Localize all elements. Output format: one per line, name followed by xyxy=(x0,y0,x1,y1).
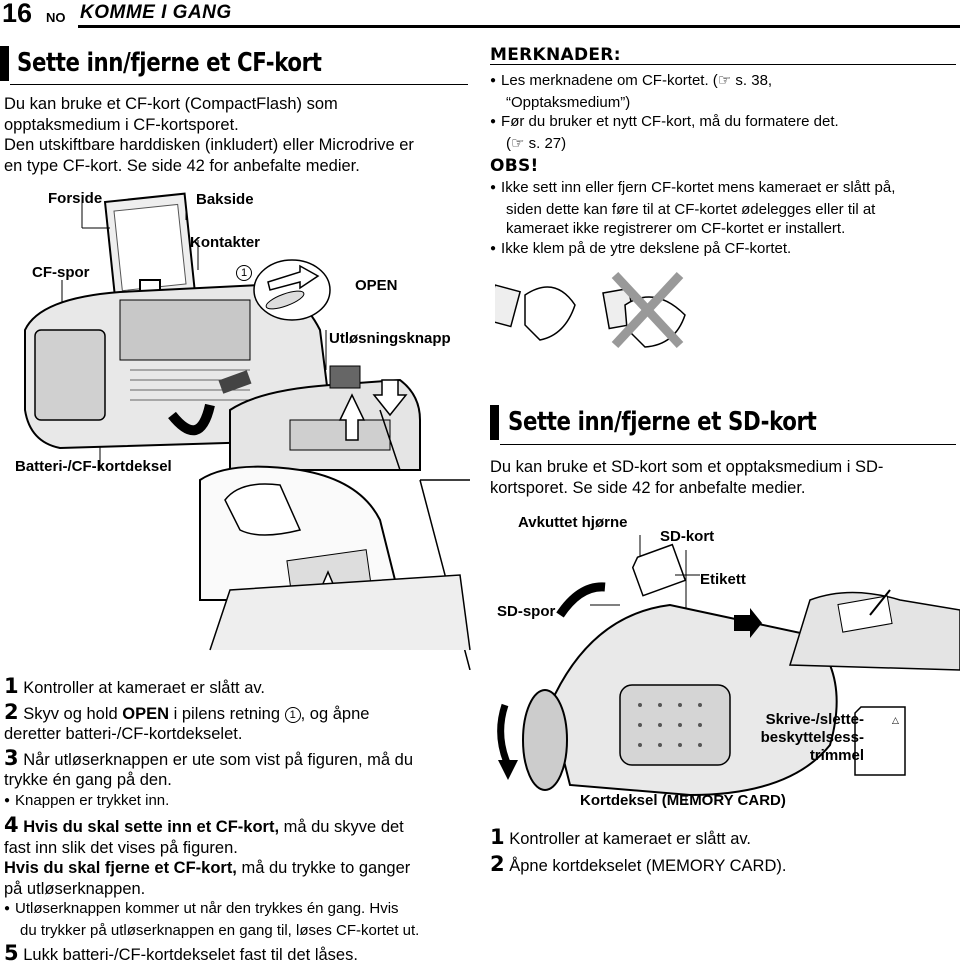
notes-heading: MERKNADER: xyxy=(490,45,621,65)
step-4-bullet: Utløserknappen kommer ut når den trykkes… xyxy=(4,899,484,921)
label-sd-kort: SD-kort xyxy=(660,528,715,545)
sd-intro: Du kan bruke et SD-kort som et opptaksme… xyxy=(490,457,960,498)
note-item: Les merknadene om CF-kortet. (☞ s. 38, xyxy=(490,71,960,93)
label-avkuttet: Avkuttet hjørne xyxy=(518,514,628,531)
sd-intro-line: Du kan bruke et SD-kort som et opptaksme… xyxy=(490,458,884,476)
sd-heading-rule xyxy=(500,444,956,445)
label-line: Skrive-/slette- xyxy=(765,711,864,728)
label-line: trimmel xyxy=(809,747,864,764)
note-item-cont: “Opptaksmedium”) xyxy=(506,93,631,111)
section-title: KOMME I GANG xyxy=(80,2,232,23)
notes-list: Les merknadene om CF-kortet. (☞ s. 38, “… xyxy=(490,71,960,153)
obs-item-cont: siden dette kan føre til at CF-kortet ød… xyxy=(506,200,876,218)
svg-text:△: △ xyxy=(892,716,899,726)
cf-steps: 1 Kontroller at kameraet er slått av. 2 … xyxy=(4,676,484,966)
note-item: Før du bruker et nytt CF-kort, må du for… xyxy=(490,112,960,134)
sd-intro-line: kortsporet. Se side 42 for anbefalte med… xyxy=(490,478,806,497)
step-4-bullet-cont: du trykker på utløserknappen en gang til… xyxy=(20,921,420,939)
notes-rule xyxy=(490,64,956,65)
step-5: 5 Lukk batteri-/CF-kortdekselet fast til… xyxy=(4,941,358,965)
sd-heading: Sette inn/fjerne et SD-kort xyxy=(508,407,817,437)
step-3-cont: trykke én gang på den. xyxy=(4,771,172,789)
step-2-cont: deretter batteri-/CF-kortdekselet. xyxy=(4,725,243,743)
step-4-cont: på utløserknappen. xyxy=(4,879,146,898)
obs-item: Ikke sett inn eller fjern CF-kortet mens… xyxy=(490,178,960,200)
label-forside: Forside xyxy=(48,190,103,207)
label-circle-1: 1 xyxy=(236,264,252,282)
cf-intro: Du kan bruke et CF-kort (CompactFlash) s… xyxy=(4,94,474,176)
header-rule xyxy=(78,25,960,28)
obs-item: Ikke klem på de ytre dekslene på CF-kort… xyxy=(490,239,960,261)
cf-heading: Sette inn/fjerne et CF-kort xyxy=(17,48,322,78)
sd-card-illustration: △ xyxy=(497,535,960,805)
sd-steps: 1 Kontroller at kameraet er slått av. 2 … xyxy=(490,826,950,877)
label-batterideksel: Batteri-/CF-kortdeksel xyxy=(15,458,172,475)
step-4: 4 Hvis du skal sette inn et CF-kort, må … xyxy=(4,813,404,837)
label-write-protect: Skrive-/slette- beskyttelsess- trimmel xyxy=(742,711,864,765)
label-kortdeksel: Kortdeksel (MEMORY CARD) xyxy=(580,792,786,809)
heading-bar xyxy=(490,405,499,440)
heading-bar xyxy=(0,46,9,81)
cf-intro-line: Du kan bruke et CF-kort (CompactFlash) s… xyxy=(4,95,338,113)
cf-intro-line: opptaksmedium i CF-kortsporet. xyxy=(4,115,239,134)
note-item-cont: (☞ s. 27) xyxy=(506,134,567,152)
circle-number: 1 xyxy=(284,706,301,723)
step-4-cont: fast inn slik det vises på figuren. xyxy=(4,838,238,857)
step-4-remove: Hvis du skal fjerne et CF-kort, må du tr… xyxy=(4,859,411,877)
card-handling-illustration xyxy=(495,271,686,349)
label-utlosningsknapp: Utløsningsknapp xyxy=(329,330,451,347)
page-number: 16 xyxy=(2,0,33,28)
label-etikett: Etikett xyxy=(700,571,746,588)
step-2: 2 Skyv og hold OPEN i pilens retning 1, … xyxy=(4,699,370,724)
label-kontakter: Kontakter xyxy=(190,234,261,251)
language-tag: NO xyxy=(46,10,66,25)
label-cf-spor: CF-spor xyxy=(32,264,90,281)
step-3-bullet: Knappen er trykket inn. xyxy=(4,791,484,813)
label-open: OPEN xyxy=(355,277,398,294)
label-sd-spor: SD-spor xyxy=(497,603,556,620)
label-bakside: Bakside xyxy=(196,191,254,208)
cf-card-illustration xyxy=(24,192,471,670)
sd-step-1: 1 Kontroller at kameraet er slått av. xyxy=(490,825,752,849)
cf-heading-rule xyxy=(10,84,468,85)
obs-list: Ikke sett inn eller fjern CF-kortet mens… xyxy=(490,178,960,260)
circle-number: 1 xyxy=(236,265,252,281)
step-3: 3 Når utløserknappen er ute som vist på … xyxy=(4,745,413,770)
obs-item-cont: kameraet ikke registrerer om CF-kortet e… xyxy=(506,220,846,237)
cf-intro-line: en type CF-kort. Se side 42 for anbefalt… xyxy=(4,156,360,175)
step-1: 1 Kontroller at kameraet er slått av. xyxy=(4,674,266,698)
label-line: beskyttelsess- xyxy=(760,729,864,746)
obs-heading: OBS! xyxy=(490,156,539,176)
sd-step-2: 2 Åpne kortdekselet (MEMORY CARD). xyxy=(490,852,787,876)
cf-intro-line: Den utskiftbare harddisken (inkludert) e… xyxy=(4,136,414,154)
